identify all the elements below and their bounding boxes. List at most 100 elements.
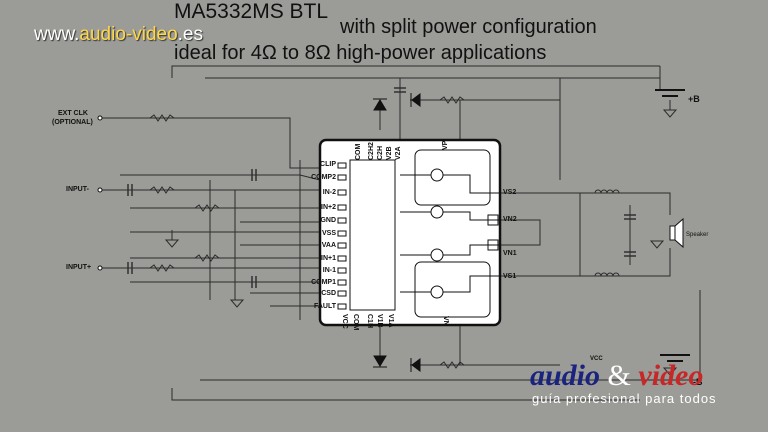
pin-stub xyxy=(337,204,347,211)
ground-symbol xyxy=(229,299,245,308)
inductor xyxy=(594,189,620,194)
brand-tagline: guía profesional para todos xyxy=(532,391,717,406)
subtitle-line-1: with split power configuration xyxy=(340,16,597,38)
pin-stub xyxy=(337,267,347,274)
ground-symbol xyxy=(649,240,665,249)
ground-symbol xyxy=(662,367,678,376)
plus-b-label: +B xyxy=(688,94,700,104)
top-pin-label: V2B xyxy=(386,146,393,160)
pin-stub xyxy=(337,162,347,169)
pin-stub xyxy=(337,279,347,286)
subtitle-line-2: ideal for 4Ω to 8Ω high-power applicatio… xyxy=(174,42,547,64)
ground-symbol xyxy=(164,239,180,248)
pad-square xyxy=(487,239,499,251)
site-domain: audio-video xyxy=(79,24,178,45)
brand-word-audio: audio xyxy=(530,359,601,392)
diagram-title: MA5332MS BTL xyxy=(174,0,329,23)
vcc-label: VCC xyxy=(590,356,603,362)
input-plus-label: INPUT+ xyxy=(66,264,92,271)
pin-label: IN+1 xyxy=(321,255,336,262)
diode xyxy=(373,355,387,367)
resistor xyxy=(149,264,175,272)
ext-clk-terminal xyxy=(97,115,103,121)
pin-stub xyxy=(337,217,347,224)
pin-stub xyxy=(337,290,347,297)
pin-stub xyxy=(337,242,347,249)
top-rail-wire xyxy=(171,65,660,78)
resistor xyxy=(149,186,175,194)
bottom-pin-label: V1A xyxy=(387,314,394,328)
brand-logo: audio & video xyxy=(530,359,703,393)
pin-label: FAULT xyxy=(313,303,336,310)
bottom-rail-wire xyxy=(171,388,640,401)
pin-label: COMP1 xyxy=(311,279,336,286)
ground-symbol xyxy=(662,109,678,118)
vn-loop-wire xyxy=(500,219,541,246)
drain-wire xyxy=(443,174,500,194)
top-pin-label: VP xyxy=(442,140,449,150)
resistor xyxy=(194,204,220,212)
pin-stub xyxy=(337,189,347,196)
right-pin-label: VN2 xyxy=(503,216,517,223)
pin-label: IN-2 xyxy=(322,189,336,196)
minus-b-label: -B xyxy=(693,377,703,387)
clk-wire xyxy=(100,117,320,169)
pad-square xyxy=(487,214,499,226)
website-url[interactable]: www.audio-video.es xyxy=(34,24,203,46)
pin-stub xyxy=(337,174,347,181)
resistor xyxy=(439,96,465,104)
comp2-wire xyxy=(120,174,321,181)
pin-label: CLIP xyxy=(320,161,336,168)
pin-label: IN+2 xyxy=(321,204,336,211)
vs2-out-wire xyxy=(500,192,671,215)
site-prefix: www. xyxy=(34,24,80,45)
brand-ampersand: & xyxy=(607,359,631,392)
top-pin-label: V2A xyxy=(395,146,402,160)
speaker-body xyxy=(669,225,676,241)
resistor xyxy=(439,361,465,369)
optional-label: (OPTIONAL) xyxy=(52,119,93,126)
pin-stub xyxy=(337,255,347,262)
input-plus-terminal xyxy=(97,265,103,271)
right-pin-label: VS2 xyxy=(503,189,517,196)
vs1-out-wire xyxy=(500,248,671,277)
right-pin-label: VS1 xyxy=(503,273,517,280)
bottom-pin-label: C1H xyxy=(366,314,373,329)
ic-package xyxy=(318,138,502,327)
bottom-pin-label: V1B xyxy=(376,314,383,328)
bottom-pin-label: VN xyxy=(442,316,449,326)
pin-label: CSD xyxy=(321,290,336,297)
pin-label: COMP2 xyxy=(311,174,336,181)
top-pin-label: C2H2 xyxy=(368,142,375,160)
site-tld: .es xyxy=(177,24,204,45)
source-wire xyxy=(443,244,500,256)
pin-stub xyxy=(337,230,347,237)
pin-label: VAA xyxy=(321,242,336,249)
pin-label: VSS xyxy=(321,230,336,237)
pin-label: GND xyxy=(320,217,336,224)
pin-label: IN-1 xyxy=(322,267,336,274)
diode xyxy=(411,93,421,107)
diode xyxy=(373,99,387,111)
speaker-label: Speaker xyxy=(686,232,709,238)
resistor xyxy=(149,114,175,122)
diode xyxy=(411,358,421,372)
input-minus-label: INPUT- xyxy=(66,186,89,193)
right-pin-label: VN1 xyxy=(503,250,517,257)
drain-wire xyxy=(443,275,500,293)
speaker-cone xyxy=(674,217,684,249)
source-wire xyxy=(443,211,500,221)
ext-clk-label: EXT CLK xyxy=(58,110,88,117)
pin-stub xyxy=(337,303,347,310)
top-pin-label: COM xyxy=(355,143,362,160)
resistor xyxy=(194,254,220,262)
bottom-pin-label: VCC xyxy=(341,314,348,329)
mosfet-block xyxy=(414,149,491,206)
inductor xyxy=(594,272,620,277)
brand-word-video: video xyxy=(638,359,704,392)
ic-core-block xyxy=(349,159,396,311)
top-pin-label: C2H xyxy=(377,145,384,160)
input-minus-terminal xyxy=(97,187,103,193)
